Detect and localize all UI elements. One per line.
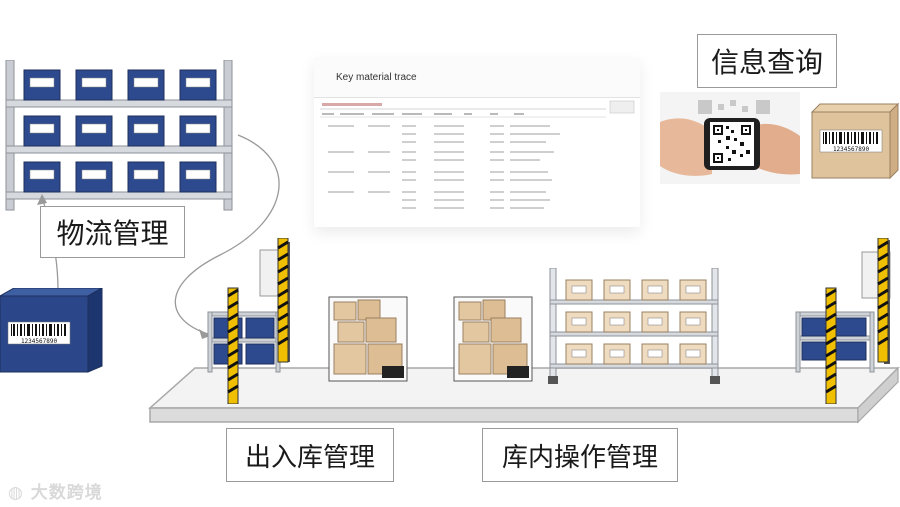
label-inbound-outbound-management: 出入库管理 [226,428,394,482]
label-in-warehouse-operations: 库内操作管理 [482,428,678,482]
trace-panel: Key material trace [314,57,640,227]
box-barcode-number: 1234567890 [833,146,870,153]
dock-gate-right [790,238,900,404]
watermark-icon: ◍ [8,483,24,503]
phone-qr-scan [660,92,800,184]
blue-box-barcode-number: 1234567890 [21,338,58,345]
watermark-logo: ◍ 大数跨境 [8,478,103,503]
pallet-crate-1 [328,296,408,382]
pallet-crate-2 [453,296,533,382]
dock-gate-left [200,238,300,404]
blue-barcode-box: 1234567890 [0,288,105,374]
trace-panel-title: Key material trace [336,72,417,83]
trace-table [314,97,640,227]
storage-rack-middle [548,268,720,386]
label-info-query: 信息查询 [697,34,837,88]
label-logistics-management: 物流管理 [40,206,185,258]
cardboard-barcode-box: 1234567890 [808,102,900,180]
watermark-text: 大数跨境 [31,483,103,503]
